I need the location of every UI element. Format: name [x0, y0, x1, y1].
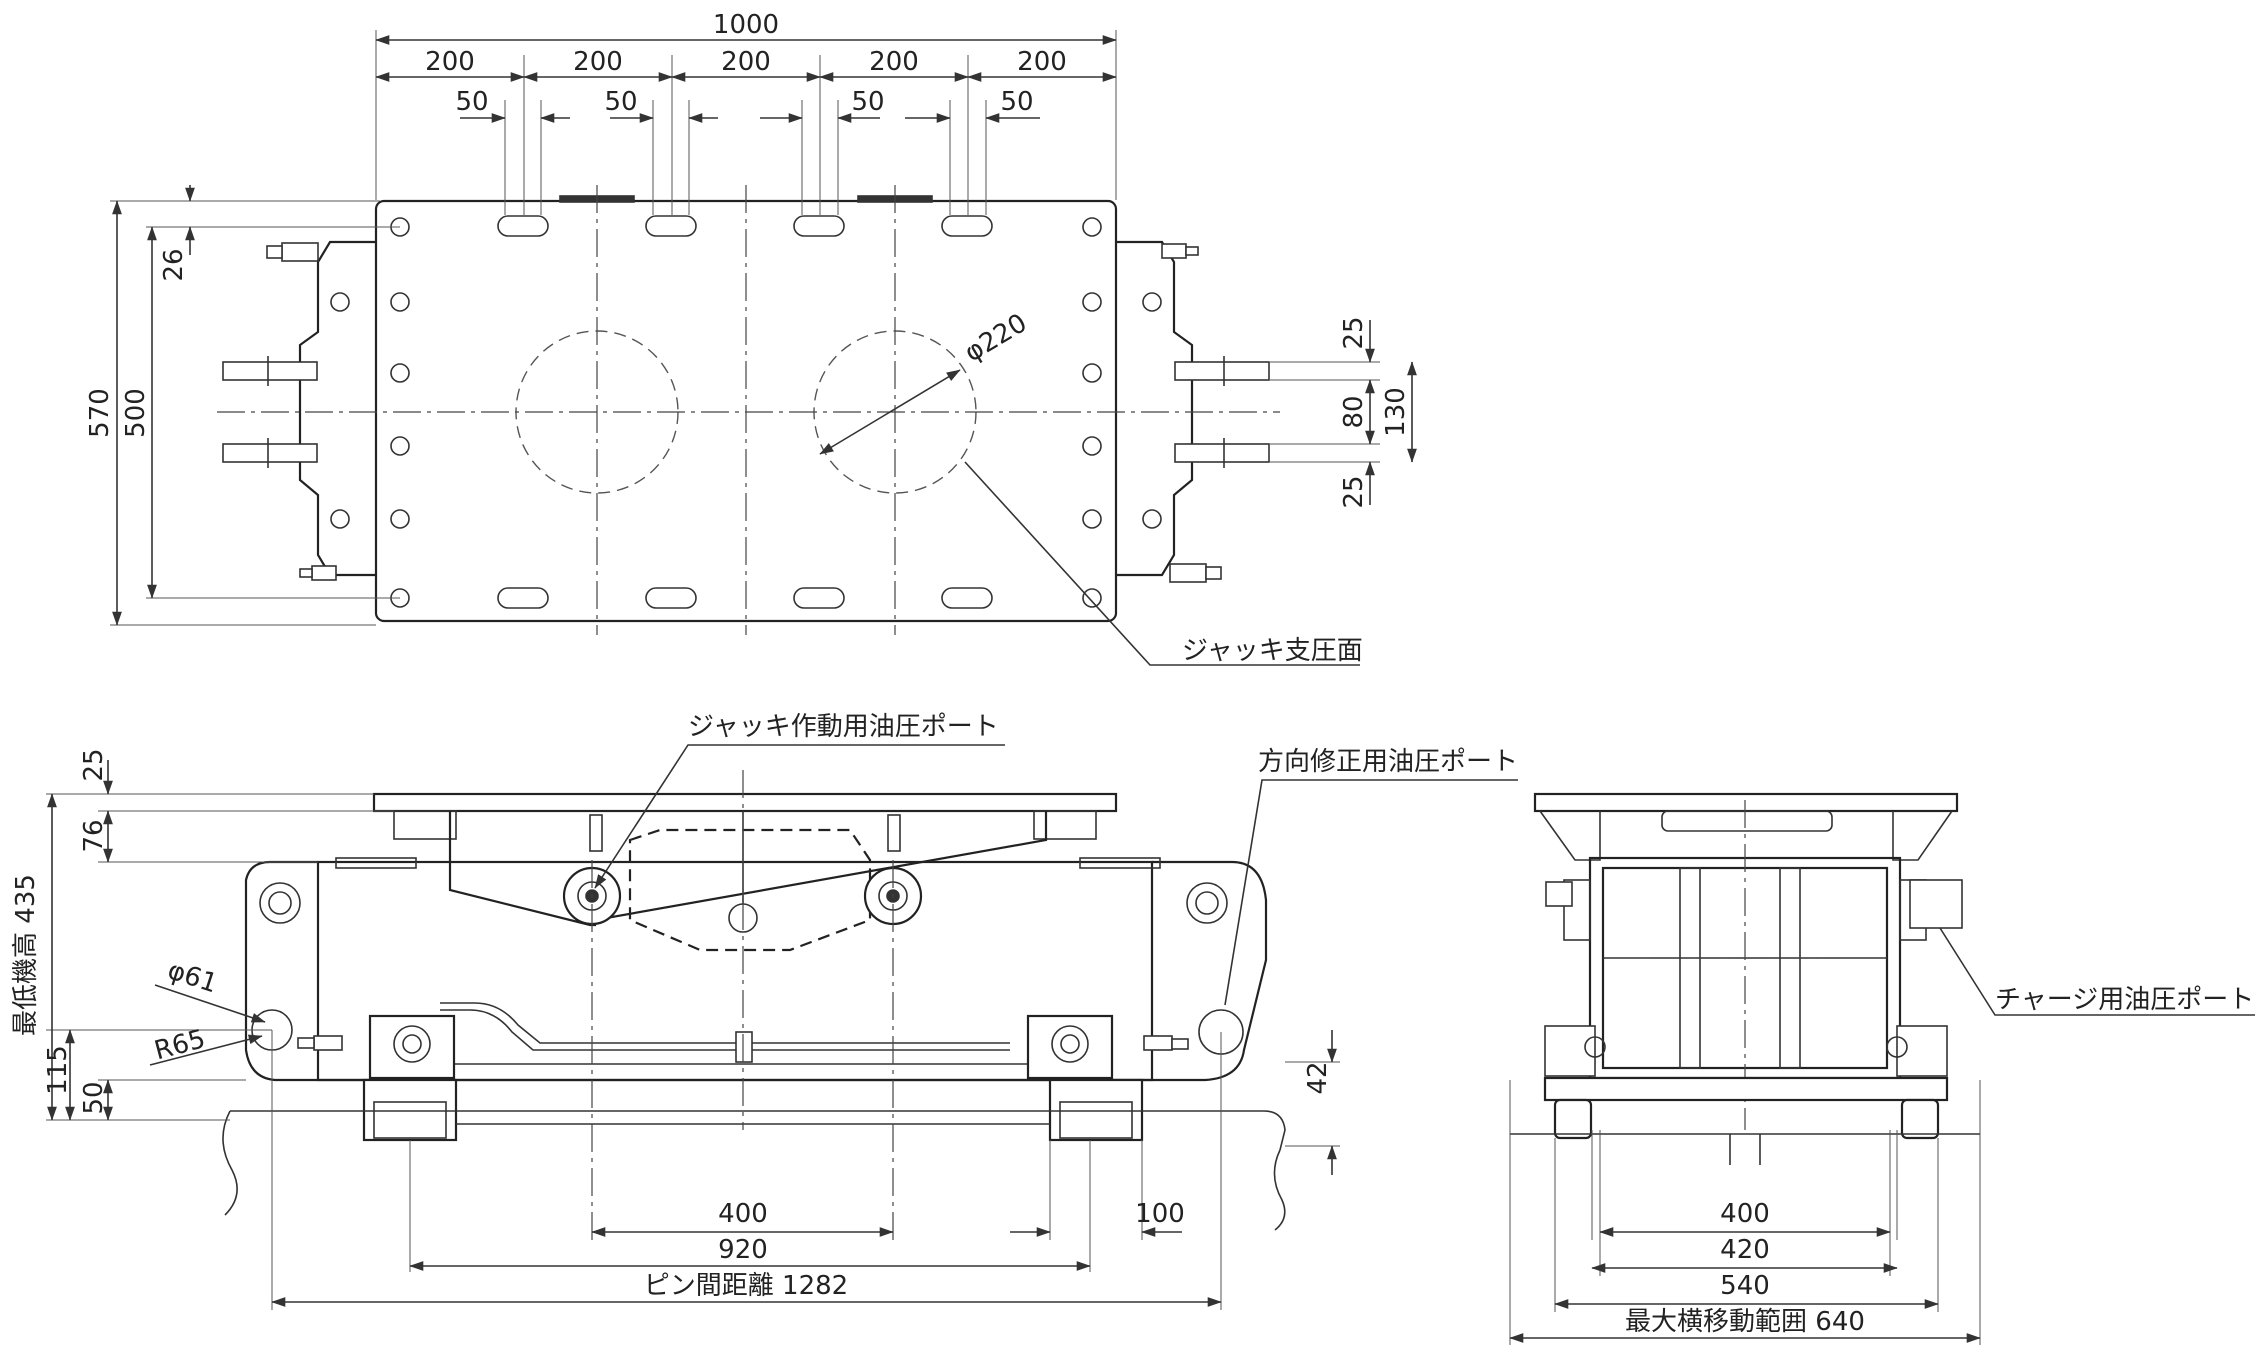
dim-pad-diameter: φ220 [960, 308, 1033, 368]
top-view: 1000 200 200 200 200 200 50 50 50 50 570… [85, 10, 1417, 666]
dim-wheel-width: 100 [1135, 1199, 1185, 1229]
callout-direction-oil-port: 方向修正用油圧ポート [1258, 747, 1518, 777]
callout-jack-bearing-surface: ジャッキ支圧面 [1182, 636, 1363, 666]
dim-pitch-5: 200 [1017, 47, 1067, 77]
dim-wheel-outer: 920 [718, 1235, 768, 1265]
dim-wheel-span: 400 [718, 1199, 768, 1229]
dim-hole-diameter: φ61 [164, 955, 221, 999]
dim-slot-3: 50 [851, 87, 884, 117]
dim-arm-gap-top: 25 [1339, 316, 1369, 349]
dim-pin-height: 115 [43, 1045, 73, 1095]
dim-arm-gap-mid: 80 [1339, 395, 1369, 428]
dim-edge-offset: 26 [159, 248, 189, 281]
dim-pitch-1: 200 [425, 47, 475, 77]
dim-height-outer: 570 [85, 388, 115, 438]
dim-slot-4: 50 [1000, 87, 1033, 117]
end-view: 400 420 540 最大横移動範囲 640 チャージ用油圧ポート [1509, 792, 2255, 1345]
dim-end-span-420: 420 [1720, 1235, 1770, 1265]
dim-slot-1: 50 [455, 87, 488, 117]
dim-end-span-540: 540 [1720, 1271, 1770, 1301]
callout-charge-oil-port: チャージ用油圧ポート [1995, 985, 2254, 1015]
dim-pin-distance: ピン間距離 1282 [644, 1271, 848, 1301]
dim-max-travel: 最大横移動範囲 640 [1625, 1307, 1865, 1337]
dim-upper-body: 76 [79, 819, 109, 852]
dim-pitch-2: 200 [573, 47, 623, 77]
dim-slot-2: 50 [604, 87, 637, 117]
dim-end-span-400: 400 [1720, 1199, 1770, 1229]
dim-top-plate: 25 [79, 748, 109, 781]
dim-rail-offset: 42 [1303, 1061, 1333, 1094]
dim-arm-span: 130 [1381, 387, 1411, 437]
callout-jack-oil-port: ジャッキ作動用油圧ポート [688, 712, 999, 742]
dim-height-inner: 500 [121, 388, 151, 438]
dim-pitch-4: 200 [869, 47, 919, 77]
dim-arm-gap-bottom: 25 [1339, 475, 1369, 508]
dim-rail-height: 50 [79, 1081, 109, 1114]
side-view: 25 76 最低機高 435 115 50 42 φ61 R65 400 920… [11, 712, 1518, 1310]
dim-pitch-3: 200 [721, 47, 771, 77]
dim-min-height: 最低機高 435 [11, 874, 41, 1036]
dim-total-width: 1000 [713, 10, 779, 40]
